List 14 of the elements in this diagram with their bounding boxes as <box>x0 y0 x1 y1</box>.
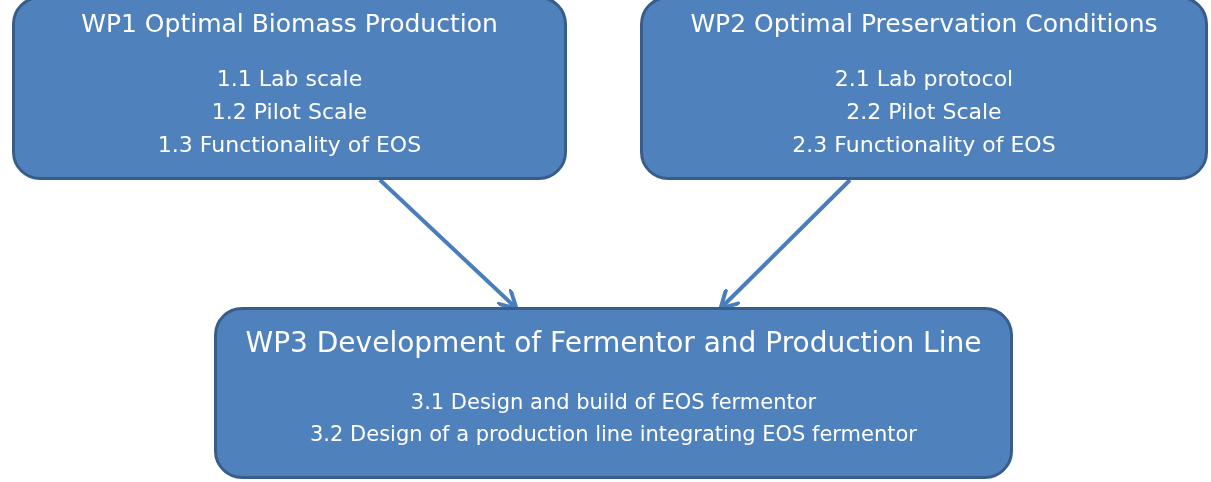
process-box <box>640 0 1208 180</box>
task-item: 1.2 Pilot Scale <box>211 98 368 126</box>
process-box <box>12 0 567 180</box>
task-item: 3.1 Design and build of EOS fermentor <box>410 389 817 416</box>
box-title: WP3 Development of Fermentor and Production Line <box>245 326 982 359</box>
task-item: 3.2 Design of a production line integrating EOS fermentor <box>310 420 917 448</box>
process-box <box>214 307 1013 479</box>
task-item: 1.1 Lab scale <box>216 65 363 93</box>
box-title: WP2 Optimal Preservation Conditions <box>690 9 1158 38</box>
task-item: 1.3 Functionality of EOS <box>157 131 422 159</box>
task-item: 2.1 Lab protocol <box>834 65 1014 93</box>
box-title: WP1 Optimal Biomass Production <box>81 9 498 38</box>
task-item: 2.2 Pilot Scale <box>846 98 1002 126</box>
task-item: 2.3 Functionality of EOS <box>792 131 1056 159</box>
